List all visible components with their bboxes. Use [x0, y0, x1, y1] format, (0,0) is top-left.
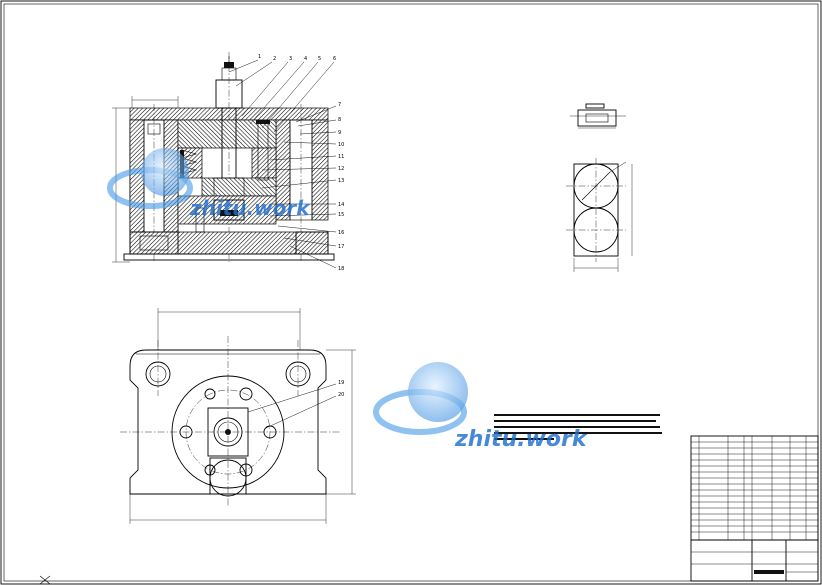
balloon-12: 12 — [338, 166, 344, 172]
origin-cross-mark — [39, 575, 51, 585]
balloon-9: 9 — [338, 130, 341, 136]
balloon-15: 15 — [338, 212, 344, 218]
balloon-10: 10 — [338, 142, 344, 148]
balloon-14: 14 — [338, 202, 344, 208]
balloon-7: 7 — [338, 102, 341, 108]
balloon-8: 8 — [338, 117, 341, 123]
title-block — [690, 435, 819, 582]
balloon-19: 19 — [338, 380, 344, 386]
balloon-16: 16 — [338, 230, 344, 236]
balloon-17: 17 — [338, 244, 344, 250]
balloon-20: 20 — [338, 392, 344, 398]
balloon-6: 6 — [333, 56, 336, 62]
watermark-en-bottom: zhitu.work — [454, 427, 588, 452]
technical-requirements — [494, 414, 662, 440]
balloon-1: 1 — [258, 54, 261, 60]
balloon-11: 11 — [338, 154, 344, 160]
balloon-4: 4 — [304, 56, 307, 62]
plan-view: 19 20 — [120, 308, 356, 524]
watermark-logo-bottom: zhitu.work — [373, 362, 588, 452]
balloon-13: 13 — [338, 178, 344, 184]
detail-views — [566, 103, 633, 272]
balloon-5: 5 — [318, 56, 321, 62]
balloon-3: 3 — [289, 56, 292, 62]
section-balloons: 1 2 3 4 5 6 7 8 9 10 11 12 13 14 15 16 1… — [258, 54, 344, 272]
balloon-18: 18 — [338, 266, 344, 272]
watermark-en-top: zhitu.work — [189, 196, 311, 220]
frame-border — [3, 3, 819, 582]
watermark: zhitu.work zhitu.work — [107, 148, 588, 452]
watermark-logo-top: zhitu.work — [107, 148, 311, 220]
balloon-2: 2 — [273, 56, 276, 62]
